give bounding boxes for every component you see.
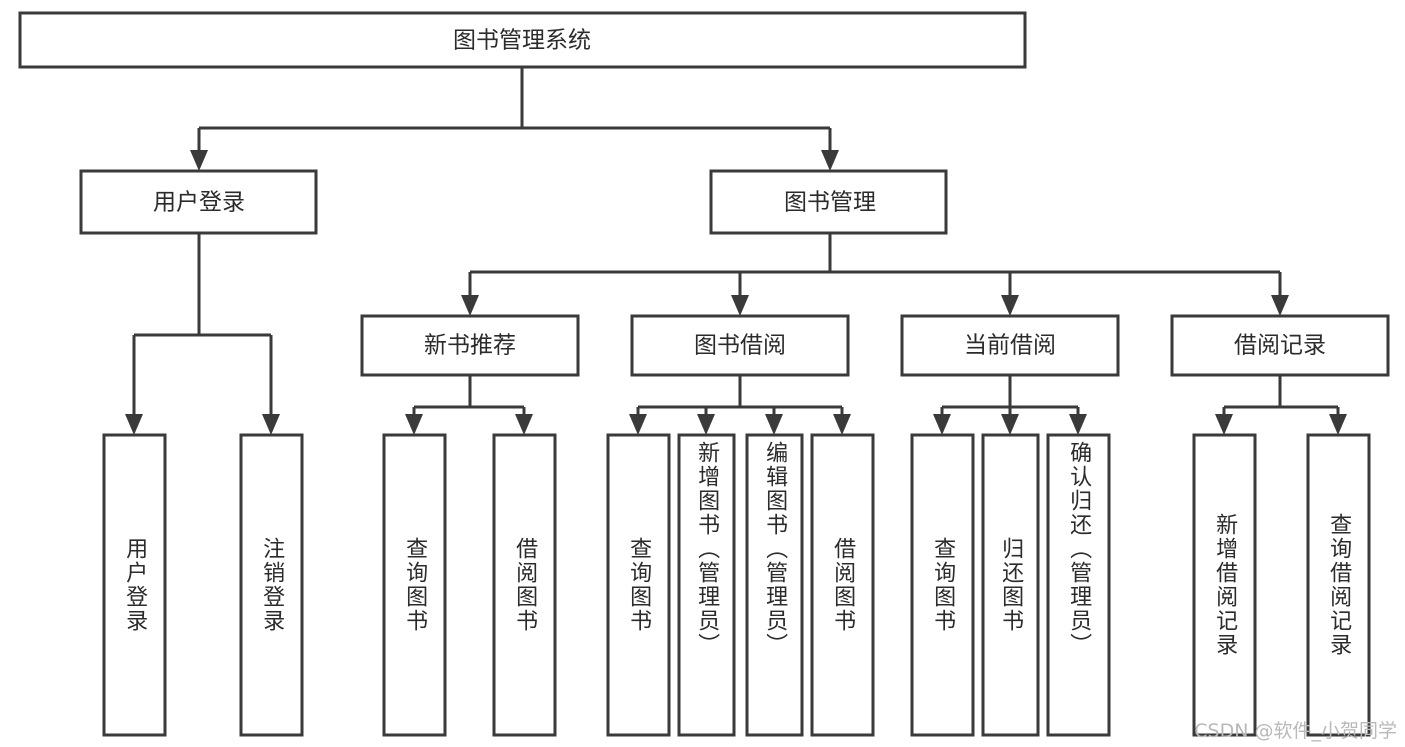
arrow-head-icon	[1271, 295, 1289, 316]
leaf-box-confirm-return[interactable]	[1046, 433, 1111, 737]
node-box	[630, 314, 850, 377]
leaf-box-borrow-book-2[interactable]	[810, 433, 875, 737]
node-box	[18, 11, 1027, 69]
connector-borrow-record-to-leaves	[1215, 375, 1347, 435]
arrow-head-icon	[629, 414, 647, 435]
connector-user-login-to-leaves	[125, 233, 280, 435]
node-label: 图书借阅	[694, 333, 786, 359]
leaf-box-query-record[interactable]	[1306, 433, 1371, 737]
leaf-box-query-book-2[interactable]	[606, 433, 671, 737]
connector-book-manage-to-level3	[461, 233, 1289, 316]
arrow-head-icon	[461, 295, 479, 316]
arrow-head-icon	[933, 414, 951, 435]
node-box	[1170, 314, 1390, 377]
leaf-box-user-login[interactable]	[102, 433, 167, 737]
node-book-borrow[interactable]: 图书借阅	[630, 314, 850, 377]
node-borrow-record[interactable]: 借阅记录	[1170, 314, 1390, 377]
leaf-box-edit-book[interactable]	[745, 433, 804, 737]
node-label: 图书管理	[784, 190, 876, 216]
node-book-manage[interactable]: 图书管理	[709, 169, 948, 235]
node-label: 当前借阅	[964, 333, 1056, 359]
arrow-head-icon	[697, 414, 715, 435]
leaf-box-borrow-book-1[interactable]	[492, 433, 557, 737]
node-box	[709, 169, 948, 235]
arrow-head-icon	[1329, 414, 1347, 435]
node-label: 新书推荐	[424, 333, 516, 359]
node-label: 借阅记录	[1234, 333, 1326, 359]
leaf-box-add-book[interactable]	[677, 433, 736, 737]
connector-book-borrow-to-leaves	[629, 375, 851, 435]
arrow-head-icon	[262, 414, 280, 435]
arrow-head-icon	[833, 414, 851, 435]
leaf-box-logout-login[interactable]	[239, 433, 304, 737]
arrow-head-icon	[1069, 414, 1087, 435]
arrow-head-icon	[1215, 414, 1233, 435]
leaf-boxes	[102, 433, 1371, 737]
leaf-box-return-book[interactable]	[981, 433, 1040, 737]
arrow-head-icon	[515, 414, 533, 435]
arrow-head-icon	[821, 150, 839, 171]
leaf-box-add-record[interactable]	[1192, 433, 1257, 737]
arrow-head-icon	[405, 414, 423, 435]
leaf-box-query-book-3[interactable]	[910, 433, 975, 737]
node-new-book-recommend[interactable]: 新书推荐	[360, 314, 580, 377]
connector-root-to-level2	[190, 67, 839, 171]
connector-new-book-recommend-to-leaves	[405, 375, 533, 435]
node-user-login[interactable]: 用户登录	[79, 169, 318, 235]
arrow-head-icon	[1001, 414, 1019, 435]
node-box	[360, 314, 580, 377]
arrow-head-icon	[731, 295, 749, 316]
node-root[interactable]: 图书管理系统	[18, 11, 1027, 69]
arrow-head-icon	[765, 414, 783, 435]
connector-current-borrow-to-leaves	[933, 375, 1087, 435]
arrow-head-icon	[190, 150, 208, 171]
watermark-text: CSDN @软件_小贺同学	[1194, 720, 1397, 742]
node-label: 图书管理系统	[453, 28, 591, 54]
arrow-head-icon	[1001, 295, 1019, 316]
node-box	[900, 314, 1120, 377]
node-label: 用户登录	[153, 190, 245, 216]
node-box	[79, 169, 318, 235]
leaf-box-query-book-1[interactable]	[382, 433, 447, 737]
arrow-head-icon	[125, 414, 143, 435]
node-current-borrow[interactable]: 当前借阅	[900, 314, 1120, 377]
